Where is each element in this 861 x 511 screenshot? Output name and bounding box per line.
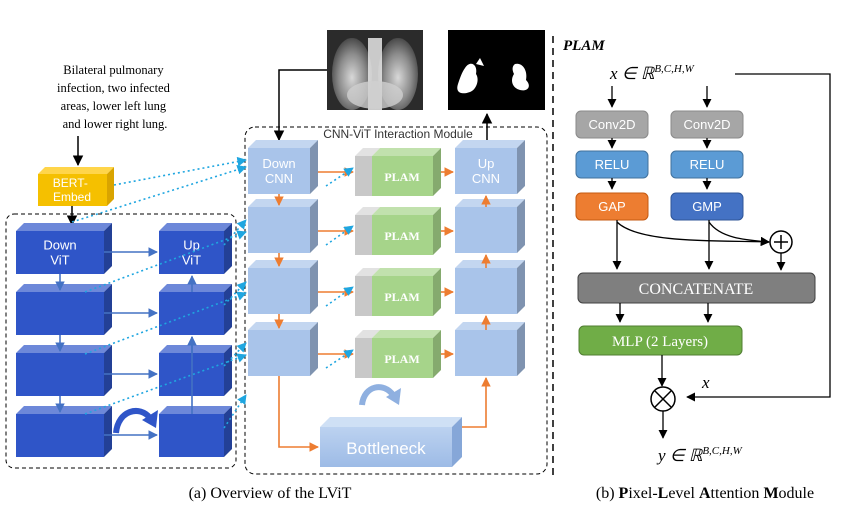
- cross-connection-dotted: [84, 353, 247, 415]
- text-prompt: Bilateral pulmonary infection, two infec…: [57, 63, 173, 131]
- segmentation-mask: [448, 30, 545, 110]
- relu-right-label: RELU: [690, 157, 725, 172]
- mlp-box: [578, 325, 743, 356]
- gmp-box: [670, 192, 744, 221]
- vit-up-block-2: [159, 284, 232, 335]
- vit-down-block-4: [16, 406, 112, 457]
- bottleneck-block: Bottleneck: [320, 417, 462, 467]
- cnn-down-block-2: [248, 199, 318, 253]
- cross-connection-dotted: [325, 286, 354, 307]
- cnn-up-block-4: [455, 322, 525, 376]
- conv2d-left-label: Conv2D: [589, 117, 636, 132]
- xray-image: [327, 30, 423, 110]
- mlp-label: MLP (2 Layers): [612, 334, 708, 350]
- vit-curve-arrow: [113, 407, 153, 434]
- plam-block-4: PLAM: [355, 330, 441, 378]
- vit-up-block-3: [159, 345, 232, 396]
- svg-text:BERT- Embed: BERT- Embed: [53, 176, 91, 204]
- plam-label: PLAM: [384, 352, 419, 366]
- cross-connection-dotted: [325, 167, 354, 187]
- cnn-up-block-3: [455, 260, 525, 314]
- cnn-curve-arrow: [359, 384, 396, 406]
- concatenate-box: [577, 272, 816, 304]
- cnn-down-block-3: [248, 260, 318, 314]
- image-input-arrow: [273, 69, 327, 142]
- plam-block-2: PLAM: [355, 207, 441, 255]
- plam-label: PLAM: [384, 290, 419, 304]
- caption-b: (b) Pixel-Level Attention Module: [596, 485, 814, 502]
- bert-label: BERT-: [53, 176, 88, 190]
- from-bottleneck-arrow: [462, 377, 491, 428]
- caption-a: (a) Overview of the LViT: [189, 485, 352, 502]
- vit-down-block-3: [16, 345, 112, 396]
- cross-connection-dotted: [84, 230, 247, 293]
- plam-output-label: y ∈ ℝB,C,H,W: [656, 445, 743, 465]
- to-bottleneck-arrow: [278, 376, 319, 452]
- residual-x-label: x: [701, 373, 710, 392]
- relu-left-label: RELU: [595, 157, 630, 172]
- plam-block-1: PLAM: [355, 148, 441, 196]
- plam-input-label: x ∈ ℝB,C,H,W: [609, 63, 695, 83]
- bottleneck-label: Bottleneck: [346, 439, 426, 458]
- cnn-down-block-4: [248, 322, 318, 376]
- bert-embed-block: BERT- Embed: [38, 167, 114, 206]
- cross-connection-dotted: [223, 281, 247, 306]
- vit-down-block-2: [16, 284, 112, 335]
- vit-up-block-4: [159, 406, 232, 457]
- cross-connection-dotted: [223, 394, 247, 429]
- bert-to-cnn-dotted: [113, 156, 247, 186]
- cross-connection-dotted: [71, 165, 247, 223]
- cross-connection-dotted: [84, 291, 247, 355]
- concatenate-label: CONCATENATE: [639, 281, 754, 298]
- plam-label: PLAM: [384, 170, 419, 184]
- conv2d-right-label: Conv2D: [684, 117, 731, 132]
- vit-container: [5, 213, 237, 469]
- plam-label: PLAM: [384, 229, 419, 243]
- residual-line: [686, 73, 831, 402]
- cnn-curve-arrowhead: [386, 388, 401, 405]
- gap-box: [575, 192, 649, 221]
- plam-block-3: PLAM: [355, 268, 441, 316]
- plam-title: PLAM: [563, 38, 605, 54]
- cross-connection-dotted: [325, 225, 354, 246]
- cross-connection-dotted: [223, 219, 247, 246]
- module-title: CNN-ViT Interaction Module: [323, 127, 473, 141]
- cnn-up-block-2: [455, 199, 525, 253]
- gap-label: GAP: [598, 199, 625, 214]
- vit-curve-arrowhead: [142, 410, 158, 428]
- gmp-label: GMP: [692, 199, 722, 214]
- cross-connection-dotted: [325, 349, 354, 369]
